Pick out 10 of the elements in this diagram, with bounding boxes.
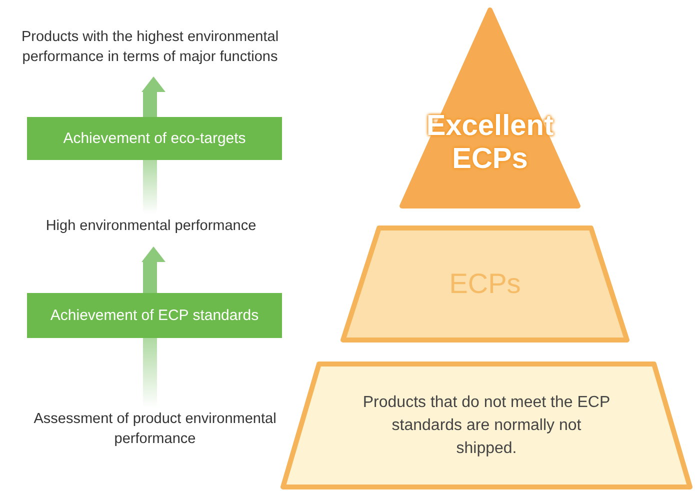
up-arrow bbox=[142, 246, 166, 293]
level-title: ECPs bbox=[449, 266, 521, 301]
fading-connector bbox=[143, 160, 157, 214]
heading-text: Products with the highest environmental performance in terms of major functions bbox=[20, 28, 280, 67]
start-label: Assessment of product environmental performance bbox=[32, 410, 278, 449]
level-note: Products that do not meet the ECP standards are normally not shipped. bbox=[362, 392, 612, 460]
up-arrow bbox=[142, 76, 166, 117]
process-box: Achievement of ECP standards bbox=[27, 293, 282, 338]
level-label: High environmental performance bbox=[46, 217, 256, 236]
process-box: Achievement of eco-targets bbox=[27, 117, 282, 160]
